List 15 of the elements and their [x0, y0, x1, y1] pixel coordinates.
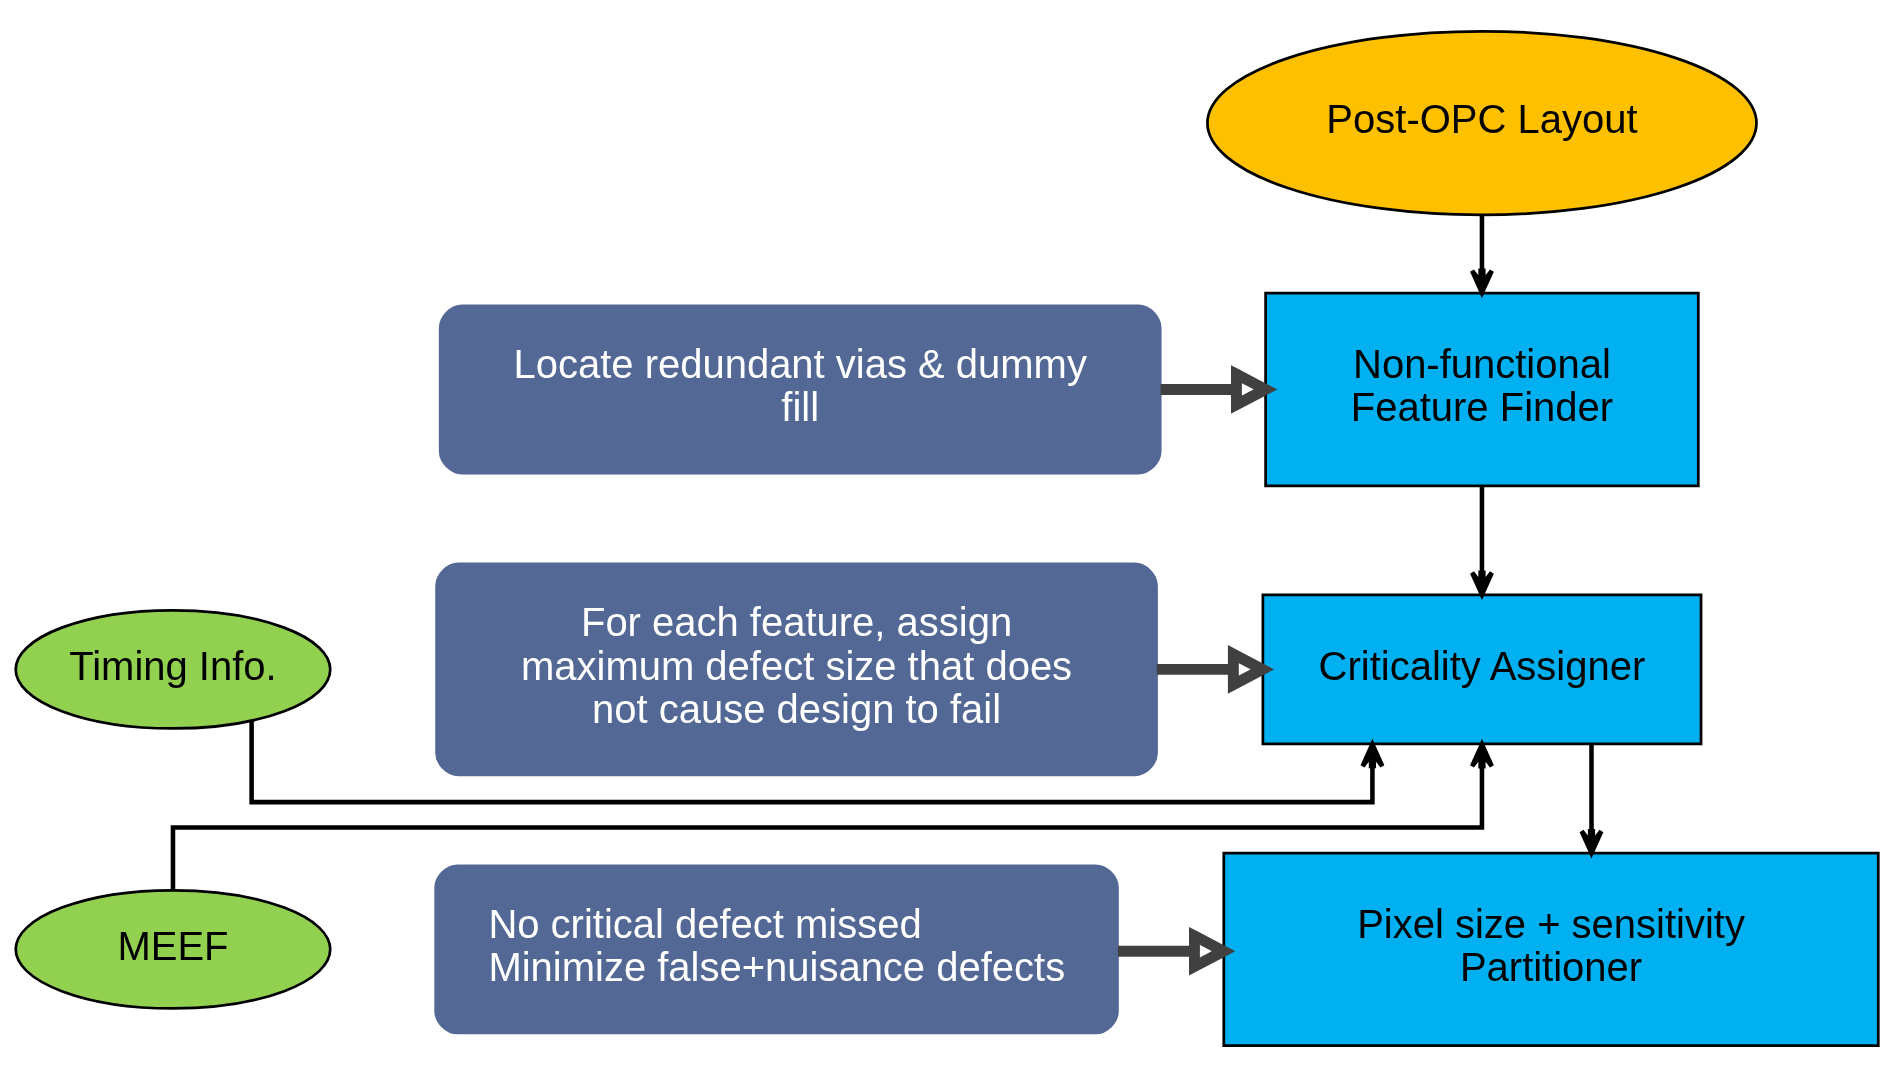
- node-ellipse: MEEF: [14, 888, 332, 1010]
- arrow: [1156, 645, 1275, 694]
- arrow: [1160, 365, 1278, 414]
- node-box: Locate redundant vias & dummy fill: [438, 304, 1162, 475]
- node-box: Pixel size + sensitivity Partitioner: [1222, 851, 1880, 1048]
- arrow: [1579, 744, 1604, 856]
- node-ellipse: Post-OPC Layout: [1206, 29, 1758, 217]
- arrow: [249, 721, 1385, 805]
- node-box: No critical defect missed Minimize false+nuisance defects: [434, 864, 1119, 1035]
- node-ellipse: Timing Info.: [14, 608, 332, 730]
- node-box: Non-functional Feature Finder: [1264, 291, 1700, 488]
- node-box: For each feature, assign maximum defect size that does not cause design to fail: [435, 562, 1158, 777]
- node-box: Criticality Assigner: [1261, 593, 1703, 746]
- arrow: [1117, 926, 1236, 976]
- arrow: [1469, 486, 1495, 597]
